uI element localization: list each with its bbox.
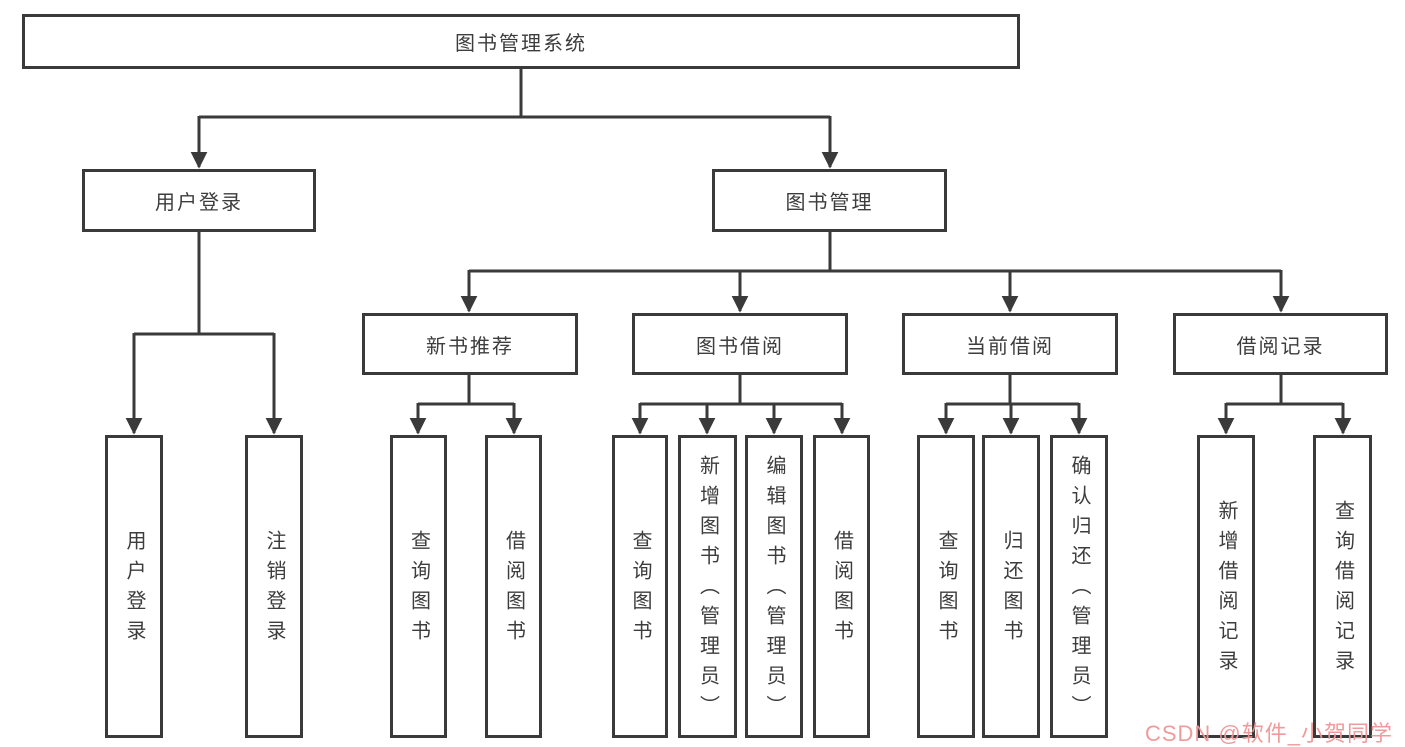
node-user-login: 用户登录	[82, 169, 316, 232]
leaf-query-books: 查询图书	[390, 435, 447, 738]
node-book-borrowing: 图书借阅	[632, 313, 848, 375]
node-current-borrowing: 当前借阅	[902, 313, 1118, 375]
leaf-add-borrow-record: 新增借阅记录	[1197, 435, 1255, 738]
leaf-borrow-books: 借阅图书	[485, 435, 542, 738]
leaf-query-books: 查询图书	[612, 435, 668, 738]
leaf-confirm-return-admin: 确认归还（管理员）	[1050, 435, 1108, 738]
leaf-user-login: 用户登录	[105, 435, 163, 738]
node-library-management-system: 图书管理系统	[22, 14, 1020, 69]
leaf-query-books: 查询图书	[917, 435, 975, 738]
node-borrowing-records: 借阅记录	[1173, 313, 1388, 375]
csdn-watermark: CSDN @软件_小贺同学	[1144, 721, 1393, 746]
leaf-return-books: 归还图书	[982, 435, 1040, 738]
leaf-add-books-admin: 新增图书（管理员）	[678, 435, 737, 738]
leaf-borrow-books: 借阅图书	[813, 435, 870, 738]
leaf-logout: 注销登录	[245, 435, 303, 738]
node-book-management: 图书管理	[712, 169, 947, 232]
leaf-edit-books-admin: 编辑图书（管理员）	[745, 435, 803, 738]
leaf-query-borrow-record: 查询借阅记录	[1313, 435, 1372, 738]
node-new-book-recommendation: 新书推荐	[362, 313, 578, 375]
